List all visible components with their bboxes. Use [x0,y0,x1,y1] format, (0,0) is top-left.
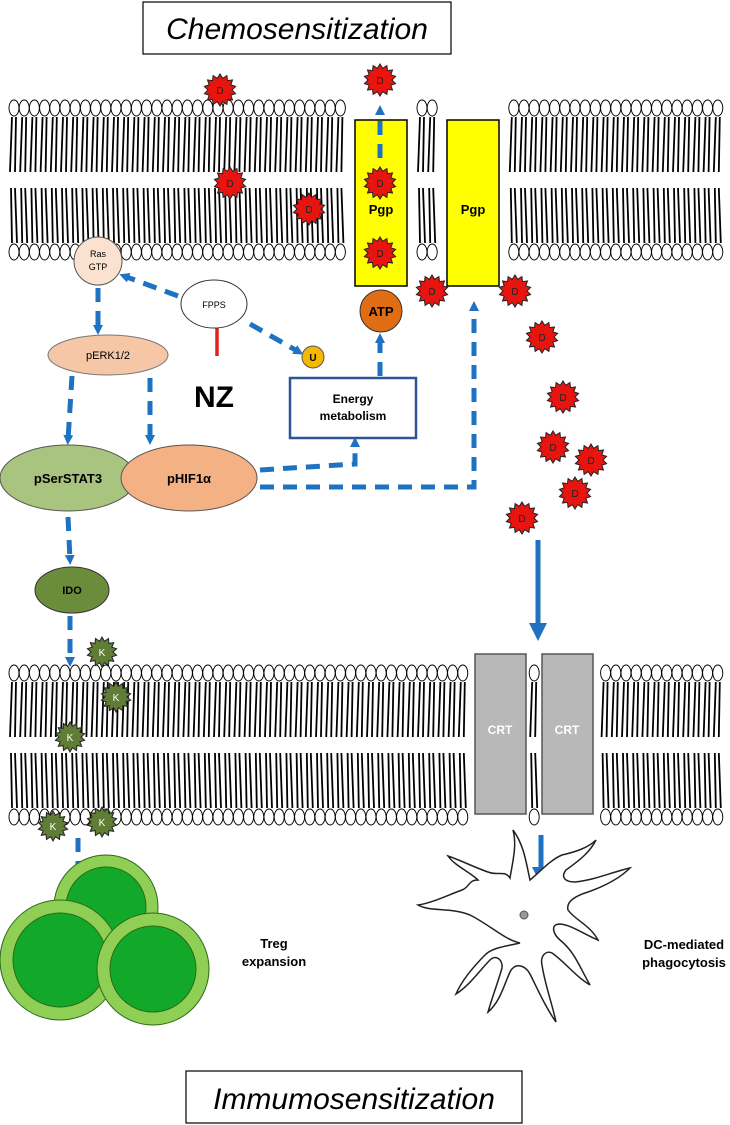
drug-molecule: D [363,63,397,97]
arrows [63,105,479,891]
drug-molecule: D [292,192,326,226]
u-label: U [309,353,316,364]
drug-molecule: D [558,476,592,510]
title-chemosensitization: Chemosensitization [142,1,452,55]
drug-molecule: D [213,166,247,200]
top-membrane [8,99,724,261]
drug-label: D [226,179,233,190]
drug-label: D [216,86,223,97]
u-node: U [301,345,325,369]
drug-molecule: D [536,430,570,464]
perk-node: pERK1/2 [47,334,169,376]
title-immumosensitization: Immumosensitization [185,1070,523,1124]
drug-label: D [571,489,578,500]
drug-label: D [376,179,383,190]
treg-caption: Treg expansion [242,936,306,969]
kyn-label: K [99,818,106,829]
drug-label: D [376,249,383,260]
dc-caption: DC-mediated phagocytosis [642,937,726,970]
treg-cell-inner-2 [12,912,108,1008]
drug-label: D [538,333,545,344]
phif1a-label: pHIF1α [167,471,211,486]
atp-label: ATP [368,304,393,319]
bottom-membrane [8,664,724,826]
drug-label: D [559,393,566,404]
crt-box-1: CRT [474,653,527,815]
drug-molecules: D D D D D D D D D D D D D D [203,63,608,535]
drug-molecule: D [498,274,532,308]
treg-cells [0,854,210,1026]
pgp-1-label: Pgp [369,202,394,217]
drug-label: D [305,205,312,216]
arrow-perk-to-stat3 [63,375,75,445]
arrow-phif-to-energy [259,437,360,473]
ido-node: IDO [34,566,110,614]
gtp-label: GTP [89,262,108,272]
fpps-label: FPPS [202,300,226,310]
drug-label: D [518,514,525,525]
drug-molecule: D [574,443,608,477]
kyn-label: K [50,822,57,833]
kynurenine-molecules: K K K K K [37,635,132,843]
energy-metabolism-box: Energy metabolism [288,376,418,440]
drug-label: D [376,76,383,87]
atp-node: ATP [359,289,403,333]
drug-label: D [428,287,435,298]
dc-caption-line1: DC-mediated [644,937,724,952]
dc-caption-line2: phagocytosis [642,955,726,970]
kynurenine-molecule: K [54,720,86,754]
kynurenine-molecule: K [100,680,132,714]
energy-line2: metabolism [320,409,387,423]
phif1a-node: pHIF1α [120,444,258,512]
arrow-phif-to-pgp [260,301,479,490]
crt-2-label: CRT [555,723,580,737]
drug-label: D [549,443,556,454]
kyn-label: K [67,733,74,744]
title-immumosensitization-text: Immumosensitization [213,1083,495,1116]
drug-molecule: D [203,73,237,107]
drug-molecule: D [363,236,397,270]
pserstat3-label: pSerSTAT3 [34,471,102,486]
treg-caption-line1: Treg [260,936,288,951]
kyn-label: K [99,648,106,659]
drug-molecule: D [546,380,580,414]
kynurenine-molecule: K [86,805,118,839]
drug-label: D [587,456,594,467]
arrow-stat3-to-ido [64,516,75,565]
drug-molecule: D [415,274,449,308]
solid-arrows [529,540,550,885]
crt-1-label: CRT [488,723,513,737]
treg-caption-line2: expansion [242,954,306,969]
kyn-label: K [113,693,120,704]
title-chemosensitization-text: Chemosensitization [166,13,428,46]
crt-box-2: CRT [541,653,594,815]
kynurenine-molecule: K [86,635,118,669]
pserstat3-node: pSerSTAT3 [0,444,137,512]
pgp-2-label: Pgp [461,202,486,217]
dendritic-cell-icon [415,829,633,1023]
drug-molecule: D [363,166,397,200]
drug-molecule: D [525,320,559,354]
ras-gtp-node: Ras GTP [73,236,123,286]
fpps-node: FPPS [180,279,248,329]
treg-cell-inner-3 [109,925,197,1013]
kynurenine-molecule: K [37,809,69,843]
pgp-pump-2: Pgp [446,119,500,287]
arrow-fpps-to-ras [119,273,179,299]
nz-label: NZ [194,381,234,414]
ras-label: Ras [90,249,107,259]
perk-label: pERK1/2 [86,350,130,362]
drug-molecule: D [505,501,539,535]
drug-label: D [511,287,518,298]
arrow-fpps-to-u [248,321,304,355]
energy-line1: Energy [333,392,374,406]
ido-label: IDO [62,585,82,597]
